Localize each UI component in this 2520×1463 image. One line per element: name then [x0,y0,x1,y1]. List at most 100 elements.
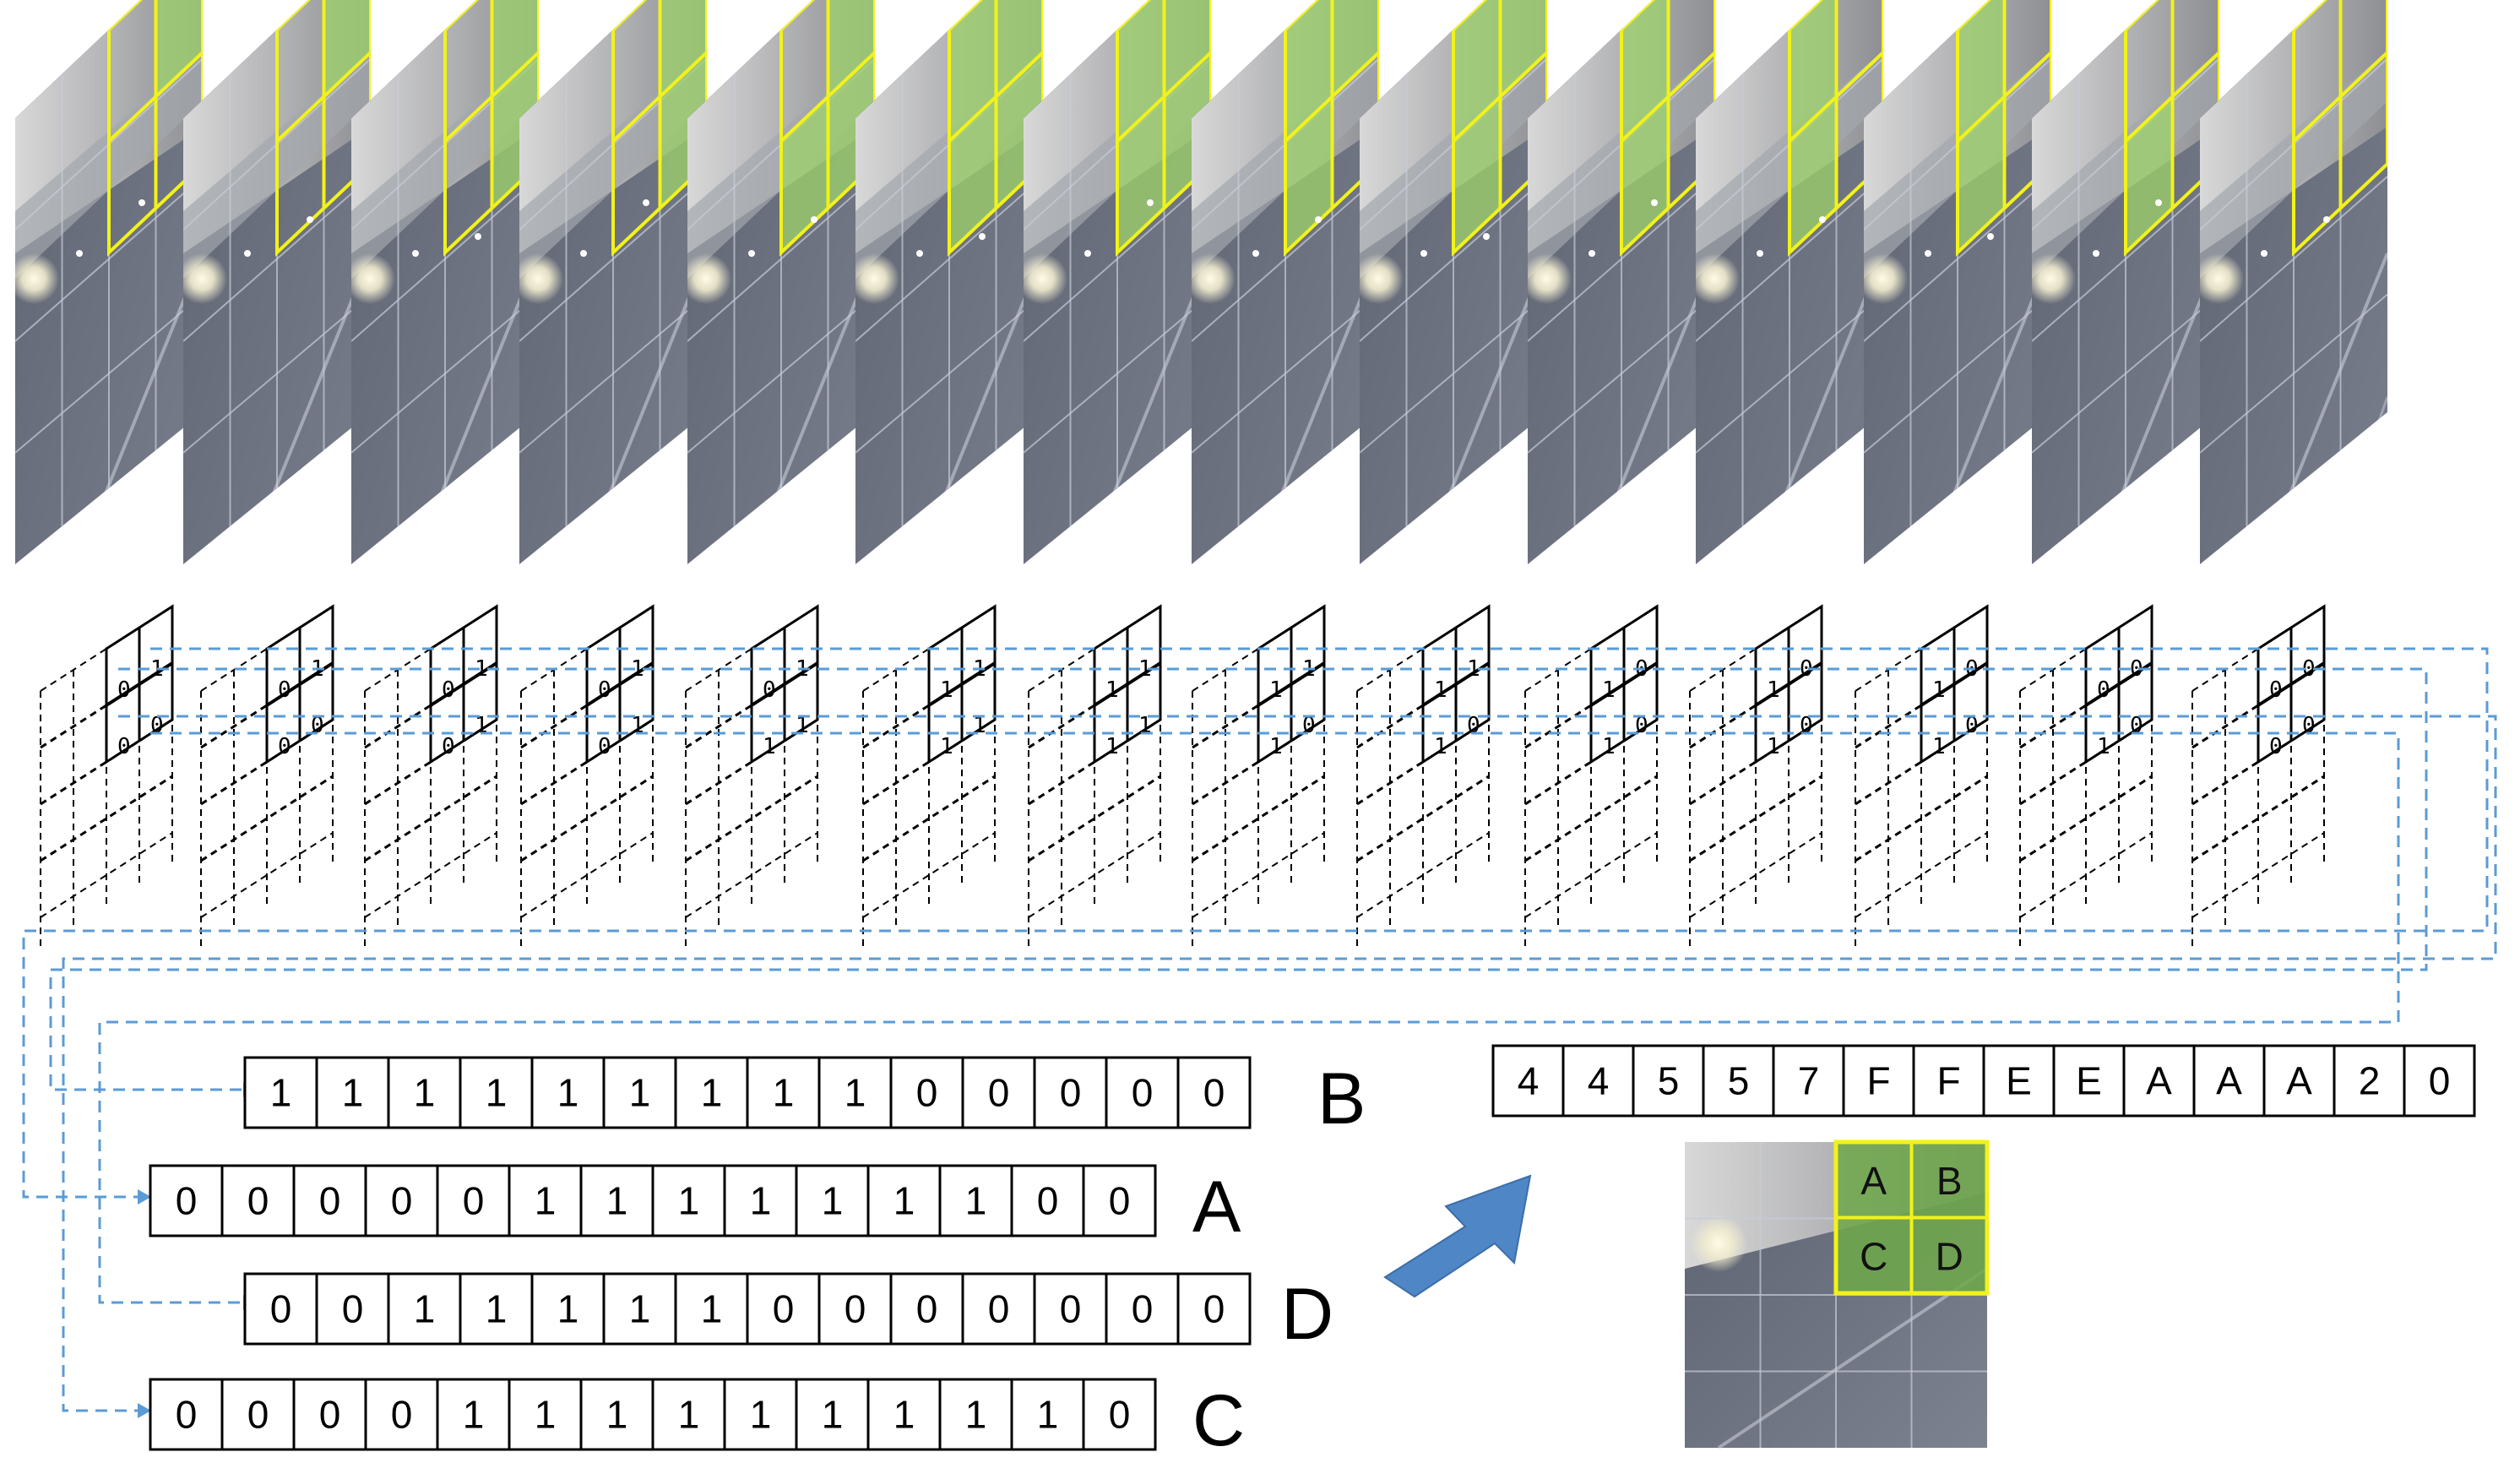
bit-digit-A: 0 [763,677,776,703]
sequence-value: 1 [678,1393,700,1437]
bit-digit-C: 1 [1269,734,1283,759]
highlight-cell [1332,0,1379,97]
bit-digit-C: 1 [1767,734,1780,759]
bit-digit-B: 0 [2302,656,2316,682]
sequence-value: 1 [629,1287,651,1331]
hex-value: 5 [1658,1059,1680,1103]
connector-C [62,715,2497,1412]
sequence-value: 1 [965,1179,987,1223]
highlight-cell [1790,96,1837,253]
transform-arrow [1383,1174,1532,1298]
sequence-value: 0 [342,1287,364,1331]
bit-digit-C: 1 [1602,734,1616,759]
sequence-value: 1 [606,1179,628,1223]
sequence-value: 1 [463,1393,485,1437]
highlight-cell [1958,96,2005,253]
sequence-value: 0 [773,1287,795,1331]
sequence-value: 1 [678,1179,700,1223]
arrowhead [138,1403,151,1418]
region-label: D [1936,1234,1963,1278]
highlight-cell [828,0,875,97]
sequence-value: 0 [916,1071,938,1115]
video-frame [2032,0,2219,564]
sequence-value: 1 [845,1071,866,1115]
region-outline [107,0,203,257]
video-frame [1360,0,1547,564]
highlight-cell [323,0,371,97]
sequence-cell [292,1164,367,1237]
sequence-value: 1 [773,1071,795,1115]
highlight-cell [949,96,997,253]
bit-digit-C: 1 [1434,734,1447,759]
region-outline [611,0,707,257]
connector-A [22,647,2489,1199]
bit-digit-A: 1 [1602,677,1616,703]
sequence-value: 0 [1109,1179,1131,1223]
sequence-value: 0 [176,1393,198,1437]
sequence-cell [1176,1056,1252,1129]
highlight-cell [2126,96,2173,253]
sequence-value: 0 [319,1393,341,1437]
hex-value: E [2006,1059,2032,1103]
sequence-cell [889,1056,964,1129]
sequence-value: 1 [822,1179,844,1223]
sequence-cell [674,1272,749,1346]
sequence-value: 0 [247,1179,269,1223]
bit-digit-C: 1 [1105,734,1119,759]
hex-value: F [1866,1059,1890,1103]
sequence-value: 1 [750,1393,772,1437]
sequence-cell [387,1272,462,1346]
region-outline [1788,0,1883,257]
bit-digit-A: 1 [1767,677,1780,703]
highlight-cell [1285,0,1333,141]
region-outline [275,0,371,257]
sequence-cell [938,1164,1013,1237]
hex-cell [1632,1044,1705,1118]
hex-cell [1772,1044,1845,1118]
highlight-cell [660,0,707,97]
sequence-cell [961,1056,1036,1129]
bit-digit-C: 0 [2269,734,2283,759]
highlight-cell [1453,96,1501,253]
bit-digit-B: 0 [2130,656,2143,682]
highlight-cell [1285,96,1333,253]
region-outline [2124,0,2219,257]
sequence-cell [508,1164,583,1237]
video-frames [15,0,2387,564]
video-frame [15,0,203,564]
bit-digit-A: 0 [598,677,611,703]
sequence-value: 1 [557,1071,579,1115]
sequence-value: 0 [988,1071,1010,1115]
sequence-cell [817,1272,893,1346]
sequence-cell [1176,1272,1252,1346]
sequence-value: 1 [701,1287,723,1331]
sequence-cell [149,1378,224,1451]
hex-cell [2192,1044,2266,1118]
bit-digit-B: 1 [150,656,164,682]
bit-digit-A: 0 [117,677,131,703]
sequence-cell [459,1272,534,1346]
hex-value: A [2216,1059,2242,1103]
sequence-value: 0 [845,1287,866,1331]
sequence-cell [530,1272,606,1346]
bit-digit-B: 0 [1800,656,1813,682]
sequence-cell [1105,1272,1180,1346]
highlight-cell [1621,0,1669,141]
bit-digit-A: 0 [278,677,291,703]
hex-value: 5 [1728,1059,1750,1103]
sequence-cell [149,1164,224,1237]
bit-digit-A: 0 [442,677,455,703]
bit-digit-A: 1 [1932,677,1946,703]
sequence-value: 1 [414,1071,436,1115]
bit-digit-C: 0 [598,734,611,759]
